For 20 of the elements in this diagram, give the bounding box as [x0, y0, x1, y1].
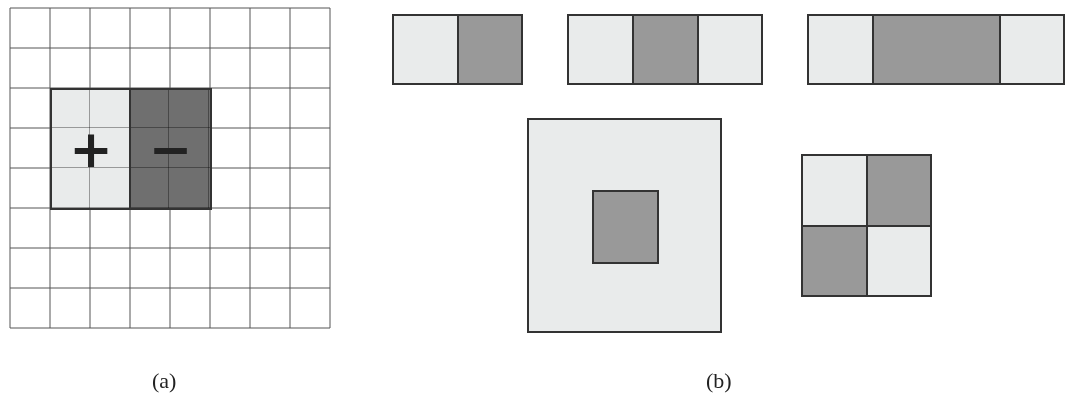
feature-rectangle: [457, 14, 523, 85]
feature-rectangle: [801, 225, 868, 297]
feature-rectangle: [866, 225, 932, 297]
feature-rectangle: [592, 190, 659, 264]
feature-rectangle: [527, 118, 722, 333]
sign-label: +: [69, 123, 113, 175]
feature-rectangle: [697, 14, 763, 85]
sign-label: −: [148, 123, 193, 175]
feature-rectangle: [872, 14, 1001, 85]
feature-rectangle: [392, 14, 459, 85]
feature-rectangle: [567, 14, 634, 85]
feature-rectangle: [999, 14, 1065, 85]
panel-label: (a): [152, 368, 177, 394]
feature-rectangle: [807, 14, 874, 85]
negative-region: [129, 88, 212, 210]
feature-rectangle: [801, 154, 868, 227]
feature-rectangle: [632, 14, 699, 85]
panel-label: (b): [706, 368, 732, 394]
feature-rectangle: [866, 154, 932, 227]
positive-region: [50, 88, 132, 210]
